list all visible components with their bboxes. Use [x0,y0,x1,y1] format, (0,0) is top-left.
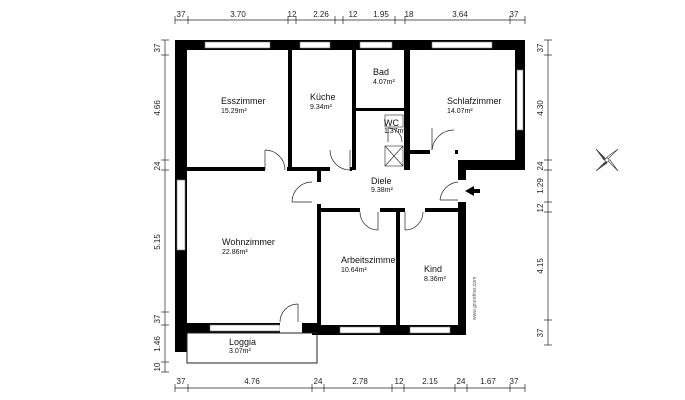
door-swings [264,127,459,323]
dim-top-6: 1.95 [373,10,389,19]
dim-top-9: 37 [510,10,519,19]
room-arbeitszimmer-area: 10.64m² [341,267,367,274]
room-diele-area: 9.38m² [371,187,393,194]
room-schlafzimmer-area: 14.07m² [447,108,473,115]
room-kueche-area: 9.34m² [310,104,332,111]
dim-top-8: 3.64 [452,10,468,19]
room-wohnzimmer-area: 22.86m² [222,249,248,256]
room-kueche-name: Küche [310,92,336,102]
dim-bottom-2: 4.76 [244,377,260,386]
dim-top-1: 37 [177,10,186,19]
dim-right-6: 4.15 [536,258,545,274]
dim-top-7: 18 [405,10,414,19]
dim-right-4: 1.29 [536,178,545,194]
room-kind-name: Kind [424,264,442,274]
room-wc-area: 1.37m² [384,128,406,135]
dim-right-3: 24 [536,161,545,170]
door-openings [265,149,467,334]
dim-bottom-7: 24 [457,377,466,386]
dim-bottom-4: 2.78 [352,377,368,386]
room-schlafzimmer-name: Schlafzimmer [447,96,502,106]
dim-right-2: 4.30 [536,100,545,116]
bath-fixtures [384,114,404,167]
room-esszimmer-name: Esszimmer [221,96,266,106]
windows [176,41,524,334]
dim-bottom-6: 2.15 [422,377,438,386]
dim-top-3: 12 [288,10,297,19]
dim-bottom-1: 37 [177,377,186,386]
dim-bottom-3: 24 [314,377,323,386]
dim-bottom-8: 1.67 [480,377,496,386]
compass-icon [595,148,619,172]
dim-bottom-5: 12 [395,377,404,386]
dim-bottom-9: 37 [510,377,519,386]
dim-left-1: 37 [153,43,162,52]
dim-left-2: 4.66 [153,100,162,116]
room-arbeitszimmer-name: Arbeitszimmer [341,255,399,265]
room-bad-area: 4.07m² [373,79,395,86]
room-kind-area: 8.36m² [424,276,446,283]
dim-top-5: 12 [349,10,358,19]
dim-top-2: 3.70 [230,10,246,19]
dim-left-7: 10 [153,362,162,371]
interior-walls [187,50,461,327]
room-esszimmer-area: 15.29m² [221,108,247,115]
dim-left-6: 1.46 [153,336,162,352]
dim-right-5: 12 [536,203,545,212]
dim-left-4: 5.15 [153,234,162,250]
room-bad-name: Bad [373,67,389,77]
loggia-outline [186,332,318,364]
room-wohnzimmer-name: Wohnzimmer [222,237,275,247]
dimension-lines [161,16,552,392]
room-loggia-area: 3.07m² [229,348,251,355]
dim-right-7: 37 [536,328,545,337]
dim-top-4: 2.26 [313,10,329,19]
dim-left-3: 24 [153,161,162,170]
dim-left-5: 37 [153,314,162,323]
watermark: www.grundriss.com [472,277,478,320]
room-loggia-name: Loggia [229,337,256,347]
dim-right-1: 37 [536,43,545,52]
room-wc-name: WC [384,118,399,128]
entrance-arrow-icon [465,186,480,196]
room-diele-name: Diele [371,176,392,186]
